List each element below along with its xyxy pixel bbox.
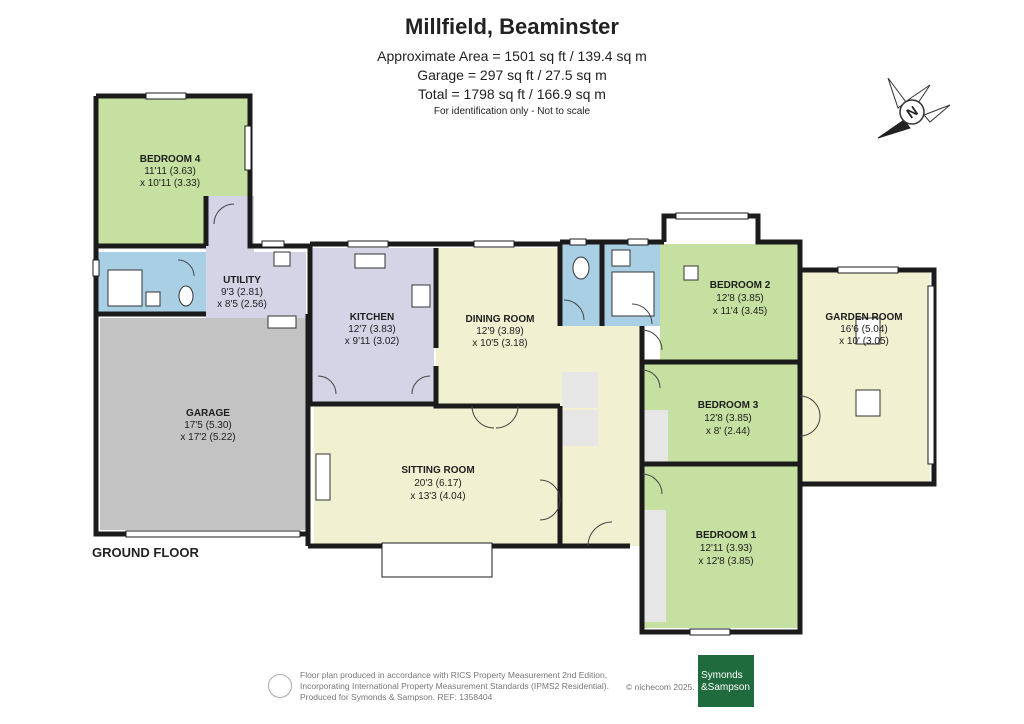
fireplace-icon: [315, 453, 331, 501]
floor-label: GROUND FLOOR: [92, 545, 199, 560]
bedroom-3-label: BEDROOM 3: [698, 400, 759, 411]
bedroom-4-dim1: 11'11 (3.63): [144, 166, 196, 177]
garden-room-area: [800, 272, 930, 484]
rooflight-1-icon: [855, 317, 881, 345]
agent-logo: Symonds &Sampson: [698, 655, 754, 707]
garage-dim2: x 17'2 (5.22): [180, 432, 235, 443]
garden-room-dim2: x 10' (3.05): [839, 336, 889, 347]
utility-sink-icon: [273, 251, 291, 267]
compass-icon: N: [877, 77, 951, 139]
kitchen-dim1: 12'7 (3.83): [348, 324, 396, 335]
footer-notes: Floor plan produced in accordance with R…: [300, 670, 609, 703]
logo-line-1: Symonds: [701, 670, 743, 681]
kitchen-sink-icon: [354, 253, 386, 269]
bedroom-1-area: [642, 466, 798, 628]
bedroom-2-label: BEDROOM 2: [710, 280, 771, 291]
footer-line-2: Incorporating International Property Mea…: [300, 681, 609, 691]
bedroom-3-area: [642, 364, 800, 464]
sitting-room-label: SITTING ROOM: [401, 465, 474, 476]
utility-dim1: 9'3 (2.81): [221, 287, 263, 298]
garden-room-dim1: 16'6 (5.04): [840, 324, 888, 335]
bedroom-2-dim1: 12'8 (3.85): [716, 293, 764, 304]
utility-dim2: x 8'5 (2.56): [217, 299, 267, 310]
shower-tray-icon: [611, 271, 655, 317]
dining-room-area: [436, 248, 560, 406]
cupboard-2: [562, 410, 598, 446]
measurement-figure-icon: [268, 674, 292, 698]
ensuite-shower-icon: [107, 269, 143, 307]
garage-area: Garage = 297 sq ft / 27.5 sq m: [417, 67, 607, 83]
bedroom-2-dim2: x 11'4 (3.45): [713, 306, 768, 317]
garage-label: GARAGE: [186, 408, 230, 419]
logo-line-2: &Sampson: [701, 682, 750, 693]
wc-area: [560, 244, 602, 326]
garage-dim1: 17'5 (5.30): [184, 420, 232, 431]
wc-toilet-icon: [572, 256, 590, 280]
hob-icon: [411, 284, 431, 308]
garden-room-label: GARDEN ROOM: [825, 312, 902, 323]
sitting-room-dim2: x 13'3 (4.04): [410, 491, 465, 502]
bedroom-1-label: BEDROOM 1: [696, 530, 757, 541]
bedroom-3-dim2: x 8' (2.44): [706, 426, 750, 437]
basin-icon: [611, 249, 631, 267]
boiler-icon: [267, 315, 297, 329]
kitchen-dim2: x 9'11 (3.02): [345, 336, 400, 347]
kitchen-area: [310, 248, 434, 404]
bedroom-1-dim2: x 12'8 (3.85): [698, 556, 753, 567]
ensuite-basin-icon: [145, 291, 161, 307]
sitting-room-area: [314, 406, 560, 544]
total-area: Total = 1798 sq ft / 166.9 sq m: [418, 86, 606, 102]
fixtures: [107, 249, 881, 501]
bedroom-3-dim1: 12'8 (3.85): [704, 413, 752, 424]
bedroom-4-dim2: x 10'11 (3.33): [140, 178, 200, 189]
copyright-credit: © nichecom 2025.: [626, 682, 695, 692]
bedroom-4-label: BEDROOM 4: [140, 154, 201, 165]
dining-room-dim2: x 10'5 (3.18): [472, 338, 527, 349]
page-title: Millfield, Beaminster: [405, 14, 619, 39]
cupboard-1: [562, 372, 598, 408]
windows: [92, 92, 935, 636]
bedroom-2-basin-icon: [683, 265, 699, 281]
ensuite-toilet-icon: [178, 285, 194, 307]
dining-room-dim1: 12'9 (3.89): [476, 326, 524, 337]
kitchen-label: KITCHEN: [350, 312, 394, 323]
approximate-area: Approximate Area = 1501 sq ft / 139.4 sq…: [377, 48, 647, 64]
bedroom-2-area: [660, 244, 800, 362]
garage-area: [100, 318, 306, 530]
rooflight-2-icon: [855, 389, 881, 417]
footer-line-1: Floor plan produced in accordance with R…: [300, 670, 608, 680]
footer-line-3: Produced for Symonds & Sampson. REF: 135…: [300, 692, 493, 702]
sitting-room-dim1: 20'3 (6.17): [414, 478, 462, 489]
utility-label: UTILITY: [223, 275, 261, 286]
bedroom-3-wardrobe: [642, 410, 668, 462]
bedroom-1-dim1: 12'11 (3.93): [700, 543, 752, 554]
identification-note: For identification only - Not to scale: [433, 106, 591, 117]
bedroom-1-wardrobe: [642, 510, 666, 622]
dining-room-label: DINING ROOM: [466, 314, 535, 325]
doors: [177, 203, 821, 547]
